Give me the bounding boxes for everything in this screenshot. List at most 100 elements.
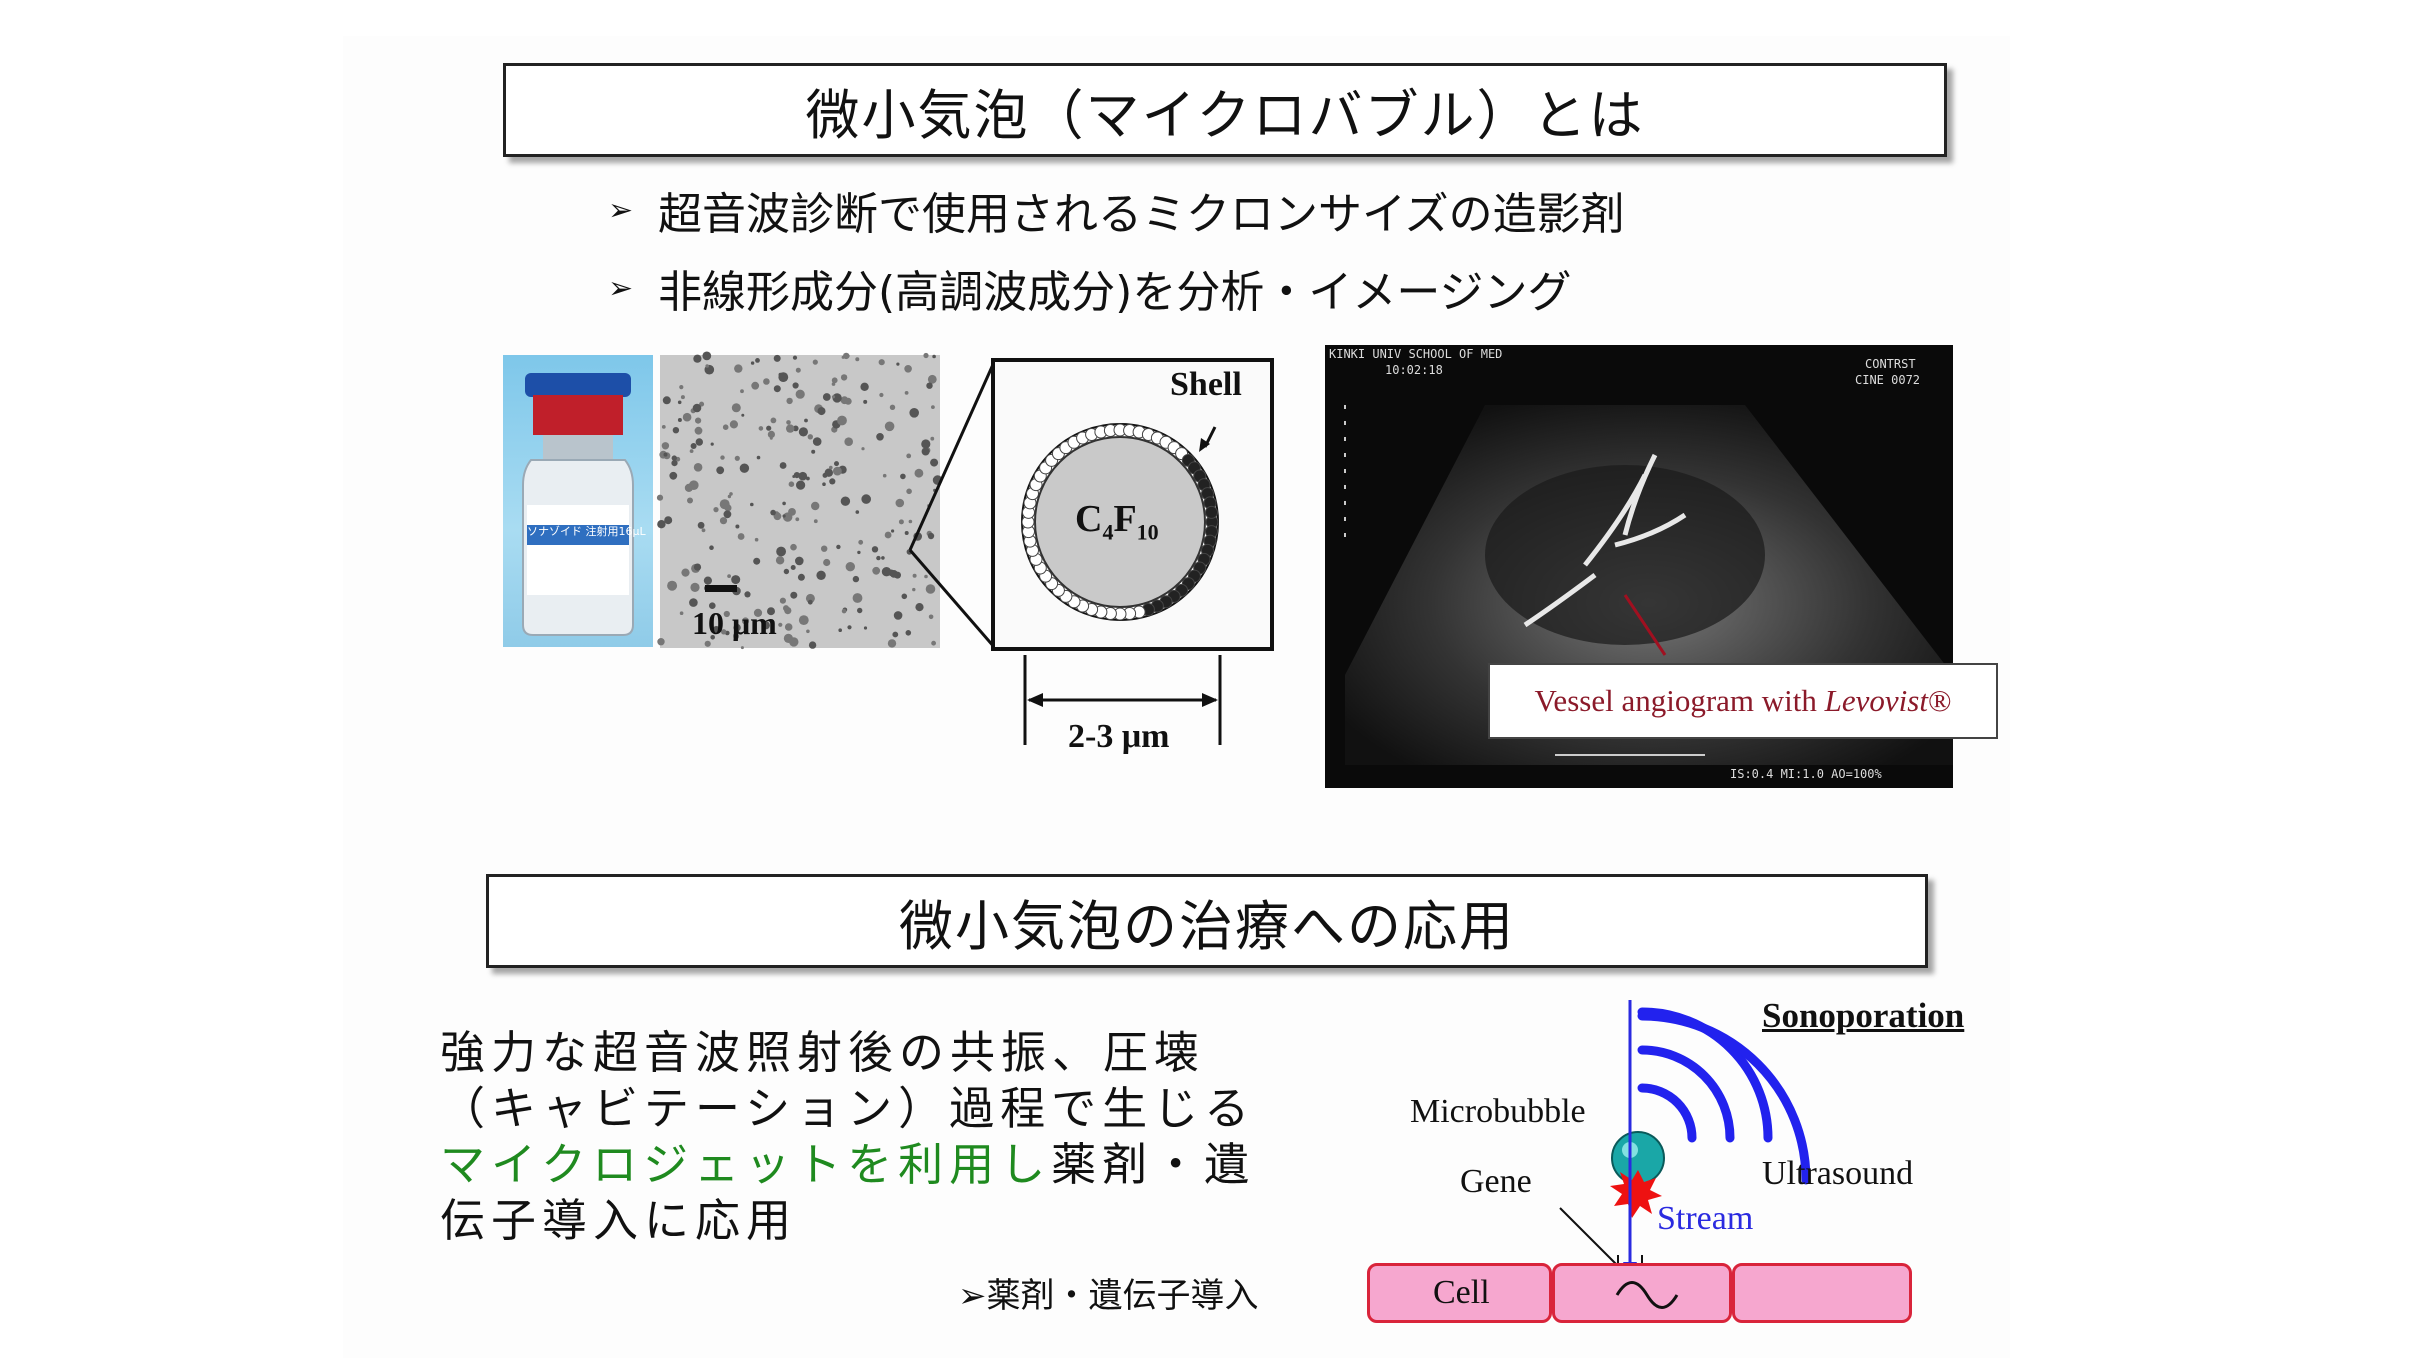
micro-dot — [669, 471, 678, 480]
stream-label: Stream — [1657, 1200, 1754, 1237]
micro-dot — [906, 488, 912, 495]
micrograph: 10 μm — [656, 351, 943, 650]
micro-dot — [778, 622, 783, 627]
burst-icon — [1610, 1170, 1662, 1218]
micro-dot — [709, 545, 714, 550]
cell-middle — [1552, 1263, 1732, 1323]
micro-dot — [722, 424, 729, 430]
para-part1: 強力な超音波照射後の共振、圧壊（キャビテーション）過程で生じる — [440, 1026, 1254, 1135]
arrow-bullet-icon: ➢ — [608, 192, 634, 228]
micro-dot — [695, 438, 703, 446]
ultrasound-label: Ultrasound — [1762, 1155, 1914, 1192]
micro-dot — [786, 397, 793, 405]
core-c: C — [1075, 498, 1103, 540]
title-box-microbubble: 微小気泡（マイクロバブル）とは — [503, 63, 1947, 157]
micro-dot — [831, 395, 836, 399]
micro-dot — [806, 629, 810, 634]
microbubble-label: Microbubble — [1410, 1093, 1586, 1130]
microbubble-dots — [656, 351, 943, 650]
micro-dot — [855, 510, 860, 514]
micro-dot — [881, 556, 885, 560]
micro-dot — [891, 529, 895, 533]
micro-dot — [905, 630, 912, 636]
micro-dot — [741, 617, 750, 625]
micro-dot — [701, 528, 706, 533]
page-title: 微小気泡（マイクロバブル）とは — [805, 83, 1645, 147]
micro-dot — [783, 605, 789, 612]
micro-dot — [661, 425, 666, 429]
micro-dot — [797, 573, 805, 581]
micro-dot — [837, 415, 847, 426]
micro-dot — [893, 611, 903, 620]
vial-icon — [522, 373, 634, 636]
micro-dot — [852, 575, 860, 583]
micro-dot — [788, 481, 795, 487]
micro-dot — [795, 389, 805, 399]
micro-dot — [661, 442, 670, 450]
micro-dot — [840, 374, 848, 381]
micro-dot — [773, 354, 781, 362]
micro-dot — [656, 494, 664, 501]
micro-dot — [841, 608, 847, 614]
micro-dot — [690, 582, 700, 592]
micro-dot — [719, 499, 730, 510]
micro-dot — [716, 466, 725, 475]
micro-dot — [756, 455, 761, 460]
vial-label: ソナゾイド 注射用16μL — [527, 525, 646, 538]
micro-dot — [808, 641, 817, 649]
micro-dot — [927, 532, 935, 540]
micro-dot — [709, 602, 716, 609]
micro-dot — [798, 615, 809, 625]
micro-dot — [822, 482, 826, 486]
micro-dot — [805, 593, 815, 603]
micro-dot — [811, 501, 820, 511]
cell-left — [1367, 1263, 1552, 1323]
micro-dot — [667, 580, 678, 591]
micro-dot — [778, 372, 783, 377]
micro-dot — [767, 430, 775, 438]
micro-dot — [779, 597, 786, 604]
micro-dot — [763, 378, 770, 385]
micro-dot — [931, 640, 936, 646]
micro-dot — [723, 610, 730, 618]
micro-dot — [775, 556, 785, 565]
core-sub-10: 10 — [1136, 519, 1159, 545]
micro-dot — [790, 565, 796, 570]
micro-dot — [710, 442, 714, 446]
sonoporation-title: Sonoporation — [1762, 996, 1965, 1035]
bullet-text: 超音波診断で使用されるミクロンサイズの造影剤 — [658, 189, 1625, 240]
micro-dot — [693, 563, 702, 571]
micro-dot — [792, 425, 799, 432]
micro-dot — [735, 524, 740, 529]
micro-dot — [767, 607, 775, 616]
title-box-application: 微小気泡の治療への応用 — [486, 874, 1928, 968]
micro-dot — [924, 574, 928, 579]
micro-dot — [921, 439, 931, 449]
micro-dot — [895, 498, 905, 508]
micro-dot — [695, 417, 702, 424]
micro-dot — [845, 562, 855, 572]
micro-dot — [813, 519, 818, 524]
micro-dot — [834, 461, 839, 467]
micro-dot — [912, 573, 917, 578]
micro-dot — [702, 351, 712, 361]
micro-dot — [908, 519, 913, 524]
micro-dot — [836, 544, 841, 550]
micro-dot — [882, 473, 887, 478]
micro-dot — [733, 623, 741, 632]
micro-dot — [790, 591, 798, 599]
micro-dot — [677, 400, 682, 405]
micro-dot — [729, 492, 733, 496]
micro-dot — [779, 462, 787, 469]
micro-dot — [697, 521, 705, 529]
micro-dot — [795, 556, 804, 566]
micro-dot — [755, 358, 760, 363]
micro-dot — [782, 514, 786, 518]
micro-dot — [740, 646, 744, 650]
micro-dot — [838, 628, 842, 632]
micro-dot — [672, 427, 680, 434]
micro-dot — [824, 468, 833, 477]
micro-dot — [831, 377, 838, 384]
micro-dot — [831, 382, 836, 386]
micro-dot — [792, 355, 798, 360]
